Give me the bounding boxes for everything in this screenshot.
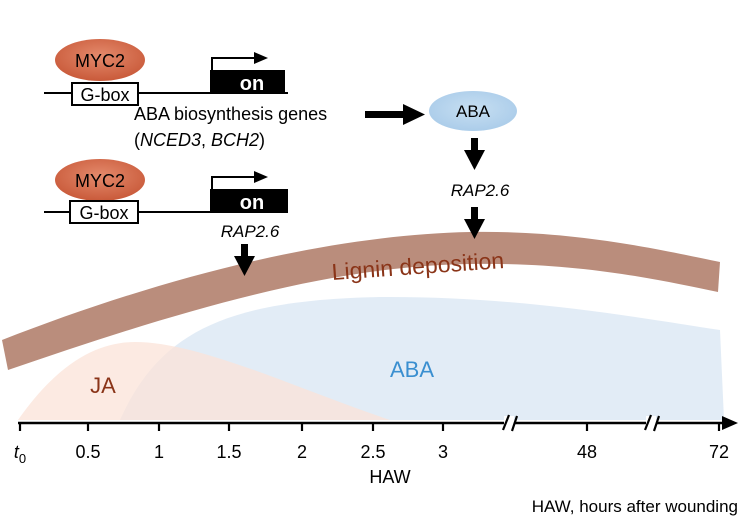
g-box-label-2: G-box	[79, 203, 128, 223]
lignin-band	[2, 231, 720, 370]
axis-tick-label: t0	[14, 442, 26, 466]
arrow-rap26-to-lignin-right	[464, 207, 485, 239]
rap26-label-right: RAP2.6	[451, 181, 510, 200]
myc2-label-2: MYC2	[75, 171, 125, 191]
ja-label: JA	[90, 373, 116, 398]
axis-tick-label: 48	[577, 442, 597, 462]
g-box-2	[69, 200, 139, 224]
ja-area	[18, 342, 390, 420]
myc2-bubble-1	[55, 39, 145, 81]
on-label-2: on	[240, 192, 264, 214]
axis-footnote: HAW, hours after wounding	[532, 497, 738, 516]
rap26-label-left: RAP2.6	[221, 222, 280, 241]
transcription-arrowhead-1-icon	[254, 52, 268, 64]
aba-bubble	[429, 91, 517, 131]
aba-area-label: ABA	[390, 357, 434, 382]
myc2-label-1: MYC2	[75, 51, 125, 71]
gene-unit-2	[44, 159, 288, 224]
axis-tick-label: 0.5	[75, 442, 100, 462]
gene-unit-1	[44, 39, 288, 106]
axis-tick-label: 2.5	[360, 442, 385, 462]
transcription-start-arrow-2	[211, 176, 256, 189]
axis-tick-labels: t0 0.5 1 1.5 2 2.5 3 48 72	[14, 442, 729, 466]
g-box-1	[71, 82, 139, 106]
axis-tick-label: 3	[438, 442, 448, 462]
axis-break-2	[643, 414, 661, 432]
axis-tick-label: 2	[297, 442, 307, 462]
arrow-aba-to-rap26	[464, 138, 485, 170]
axis-ticks	[18, 423, 721, 431]
gene-on-box-1	[210, 70, 285, 93]
on-label-1: on	[240, 73, 264, 95]
transcription-arrowhead-2-icon	[254, 171, 268, 183]
arrow-genes-to-aba	[365, 104, 425, 125]
axis-tick-label: 1	[154, 442, 164, 462]
arrow-rap26-to-lignin-left	[234, 244, 255, 276]
aba-bubble-label: ABA	[456, 102, 491, 121]
aba-genes-label: ABA biosynthesis genes	[134, 104, 327, 124]
axis-tick-label: 1.5	[216, 442, 241, 462]
gene-on-box-2	[210, 189, 288, 212]
axis-arrowhead-icon	[722, 416, 738, 430]
axis-break-1	[501, 414, 519, 432]
g-box-label-1: G-box	[80, 85, 129, 105]
transcription-start-arrow-1	[211, 57, 256, 70]
axis-tick-label: 72	[709, 442, 729, 462]
axis-unit-label: HAW	[369, 467, 410, 487]
aba-genes-names: (NCED3, BCH2)	[134, 130, 265, 150]
myc2-bubble-2	[55, 159, 145, 201]
